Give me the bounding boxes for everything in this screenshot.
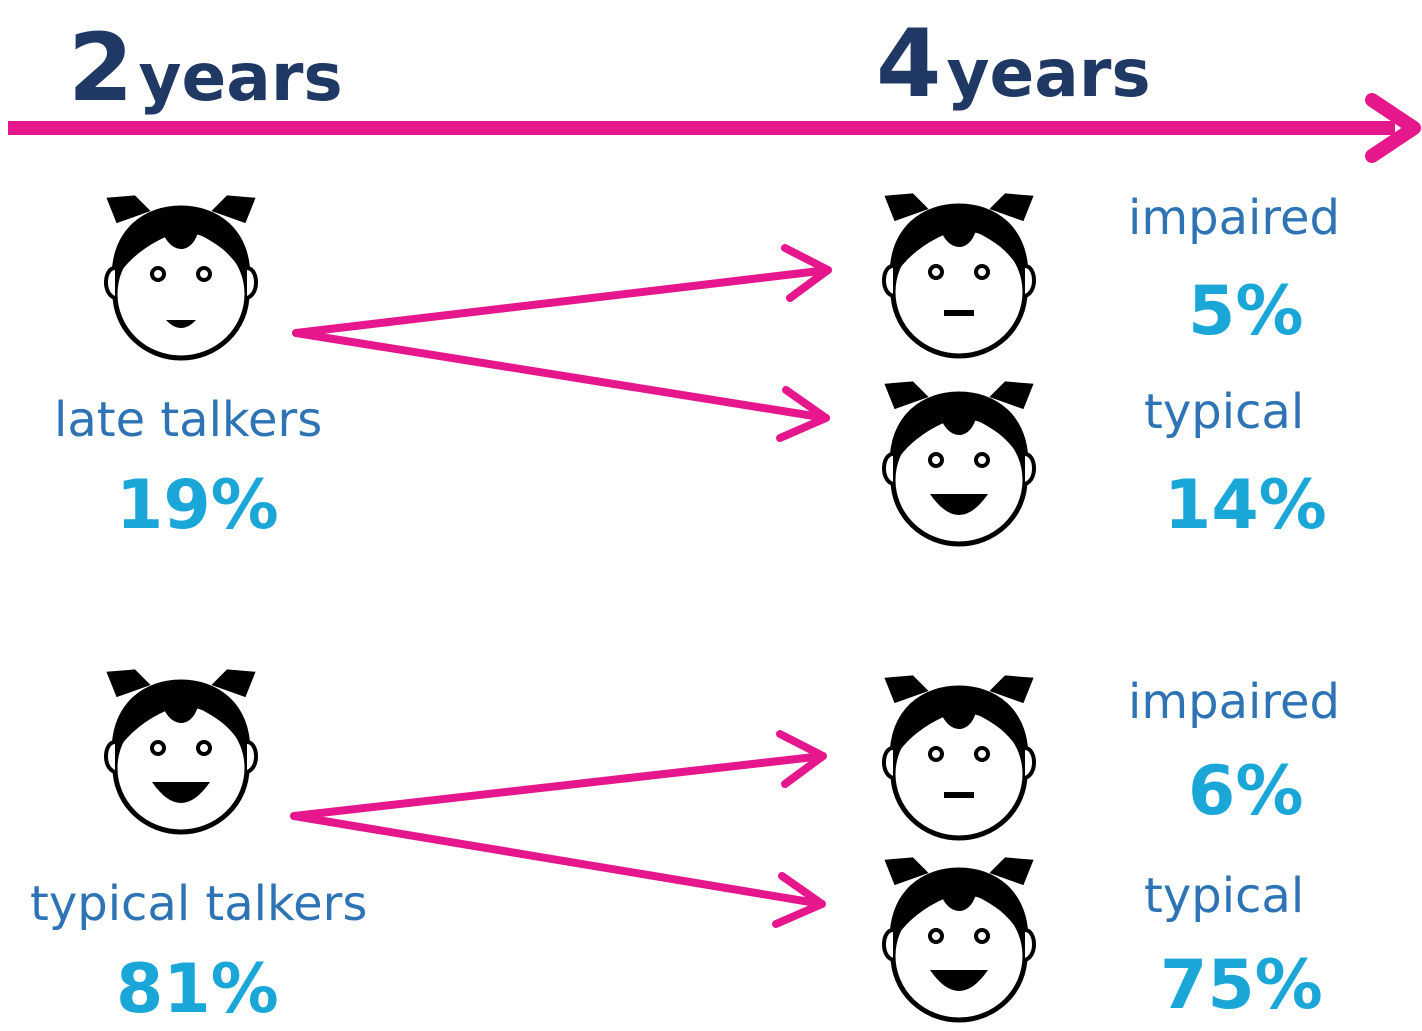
start-year-unit: years — [138, 39, 343, 116]
late-impaired-face-icon — [882, 193, 1036, 359]
late-impaired-label: impaired — [1128, 190, 1340, 246]
typical-typical-percent: 75% — [1160, 946, 1323, 1025]
late-talkers-label: late talkers — [54, 392, 323, 448]
late-talker-face-icon — [104, 195, 258, 361]
typical-typical-face-icon — [882, 857, 1036, 1023]
typical-impaired-percent: 6% — [1188, 752, 1304, 831]
typical-typical-label: typical — [1144, 868, 1305, 924]
typical-talker-face-icon — [104, 669, 258, 835]
late-talkers-typical-arrow — [292, 329, 830, 442]
start-year-heading: 2 years — [68, 22, 343, 116]
late-talkers-percent: 19% — [116, 466, 279, 545]
late-typical-percent: 14% — [1164, 466, 1327, 545]
typical-talkers-typical-arrow — [290, 812, 826, 928]
end-year-number: 4 — [876, 10, 942, 119]
late-talkers-impaired-arrow — [292, 244, 832, 337]
end-year-heading: 4 years — [876, 18, 1151, 112]
late-typical-label: typical — [1144, 384, 1305, 440]
late-impaired-percent: 5% — [1188, 272, 1304, 351]
typical-talkers-impaired-arrow — [290, 730, 827, 820]
typical-impaired-label: impaired — [1128, 674, 1340, 730]
late-typical-face-icon — [882, 381, 1036, 547]
start-year-number: 2 — [68, 14, 134, 123]
typical-impaired-face-icon — [882, 675, 1036, 841]
end-year-unit: years — [946, 35, 1151, 112]
timeline-arrow — [8, 93, 1421, 163]
typical-talkers-percent: 81% — [116, 950, 279, 1029]
typical-talkers-label: typical talkers — [30, 876, 368, 932]
